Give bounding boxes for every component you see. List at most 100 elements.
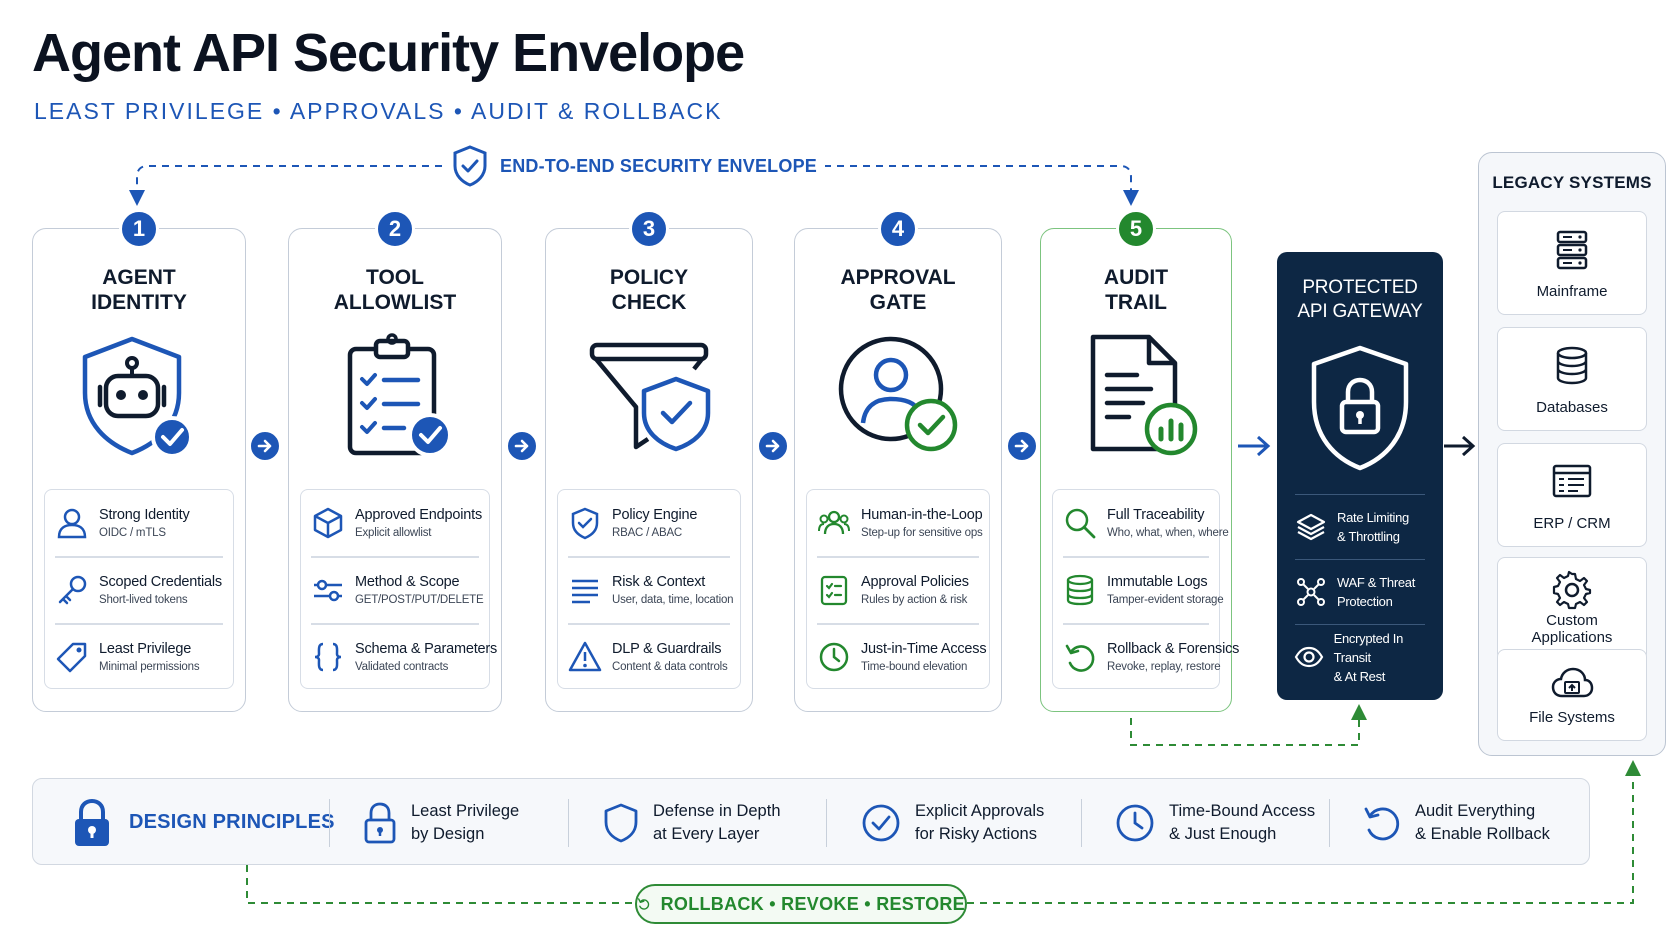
- legacy-databases: Databases: [1497, 327, 1647, 431]
- principle-time-bound-access: Time-Bound Access& Just Enough: [1115, 779, 1315, 866]
- arrow-right-icon: [514, 439, 529, 453]
- principle-audit-everything: Audit Everything& Enable Rollback: [1361, 779, 1550, 866]
- flow-arrow-2: [505, 429, 539, 463]
- legacy-systems-panel: LEGACY SYSTEMS Mainframe Databases ERP /…: [1478, 152, 1666, 756]
- step-badge: 4: [878, 209, 918, 249]
- document-chart-icon: [1090, 334, 1198, 456]
- gateway-rate-limiting: Rate Limiting& Throttling: [1287, 495, 1433, 559]
- arrow-right-icon: [257, 439, 272, 453]
- legacy-file-systems: File Systems: [1497, 649, 1647, 741]
- database-icon: [1556, 346, 1588, 385]
- page-subtitle: LEAST PRIVILEGE • APPROVALS • AUDIT & RO…: [34, 98, 723, 124]
- flow-arrow-3: [756, 429, 790, 463]
- undo-icon: [638, 898, 650, 910]
- gateway-encryption: Encrypted In Transit& At Rest: [1287, 625, 1433, 689]
- layers-icon: [1296, 513, 1326, 541]
- lock-icon: [364, 802, 396, 843]
- window-icon: [1552, 464, 1592, 498]
- warning-icon: [568, 641, 602, 672]
- envelope-bracket-left: [129, 165, 442, 206]
- filter-shield-icon: [589, 342, 711, 452]
- lines-icon: [572, 579, 598, 604]
- braces-icon: [314, 642, 342, 672]
- sliders-icon: [314, 579, 342, 602]
- envelope-label-text: END-TO-END SECURITY ENVELOPE: [500, 155, 817, 176]
- cube-icon: [313, 507, 343, 539]
- checklist-icon: [820, 575, 848, 606]
- legacy-erp-crm: ERP / CRM: [1497, 443, 1647, 547]
- shield-check-icon: [571, 507, 599, 540]
- page-title: Agent API Security Envelope: [32, 23, 745, 83]
- shield-check-icon: [453, 145, 487, 187]
- step-badge: 2: [375, 209, 415, 249]
- check-circle-icon: [862, 804, 900, 841]
- step-badge: 1: [119, 209, 159, 249]
- flow-arrow-1: [248, 429, 282, 463]
- shield-icon: [604, 803, 638, 842]
- gear-icon: [1552, 570, 1592, 610]
- user-approved-icon: [838, 336, 958, 452]
- people-icon: [818, 510, 850, 535]
- step-badge: 3: [629, 209, 669, 249]
- eye-icon: [1295, 646, 1324, 668]
- arrow-right-icon: [765, 439, 780, 453]
- rollback-revoke-restore-pill: ROLLBACK • REVOKE • RESTORE: [635, 884, 967, 924]
- user-icon: [57, 508, 87, 539]
- clipboard-checklist-icon: [347, 333, 452, 457]
- rollback-loop-left: [246, 865, 635, 904]
- flow-arrow-4: [1005, 429, 1039, 463]
- principles-heading: DESIGN PRINCIPLES: [73, 779, 335, 866]
- step-badge: 5: [1116, 209, 1156, 249]
- key-icon: [58, 575, 87, 605]
- shield-lock-icon: [1311, 345, 1409, 471]
- network-icon: [1297, 578, 1325, 606]
- legacy-mainframe: Mainframe: [1497, 211, 1647, 315]
- envelope-bracket-right: [772, 165, 1139, 206]
- undo-icon: [1364, 807, 1400, 840]
- legacy-title: LEGACY SYSTEMS: [1492, 173, 1652, 192]
- clock-icon: [819, 642, 849, 672]
- tag-icon: [56, 642, 87, 673]
- lock-icon: [75, 798, 109, 846]
- envelope-label: END-TO-END SECURITY ENVELOPE: [442, 140, 825, 192]
- clock-icon: [1116, 804, 1154, 841]
- server-icon: [1556, 230, 1588, 270]
- cloud-folder-icon: [1551, 667, 1594, 698]
